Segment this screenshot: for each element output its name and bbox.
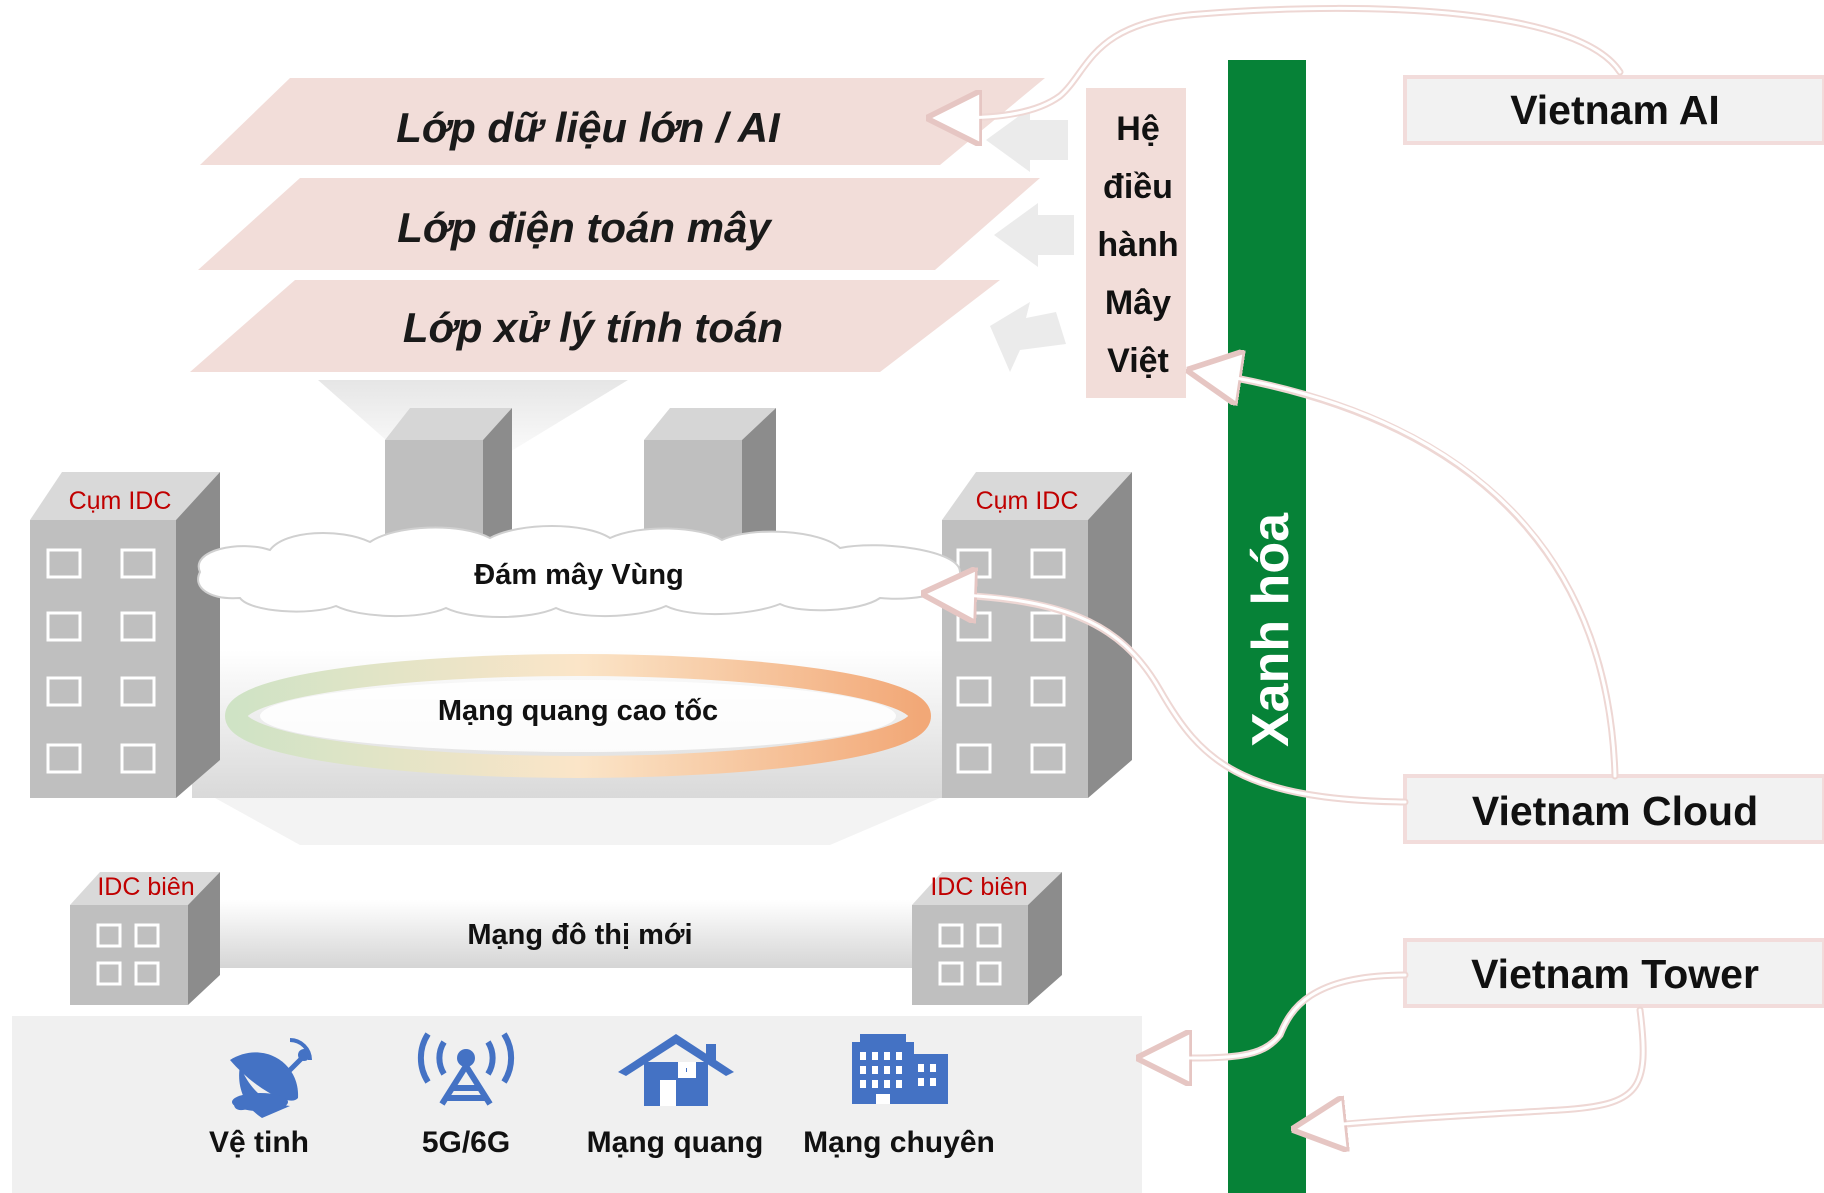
- connectors-inner: [939, 6, 1645, 1129]
- satellite-dish-icon: [230, 1038, 312, 1118]
- layer-bigdata-ai-label: Lớp dữ liệu lớn / AI: [396, 104, 781, 151]
- house-icon: [618, 1034, 734, 1106]
- idc-cluster-right-label: Cụm IDC: [976, 487, 1079, 515]
- cloud-os-line-5: Việt: [1107, 342, 1169, 380]
- green-bar: [1228, 60, 1306, 1193]
- brand-label-cloud: Vietnam Cloud: [1472, 788, 1758, 834]
- optical-ring: [225, 654, 931, 778]
- connector-tower-to-bar: [1305, 1006, 1647, 1128]
- os-arrow-1: [986, 108, 1068, 172]
- brand-label-tower: Vietnam Tower: [1471, 951, 1759, 997]
- lower-funnel: [215, 798, 940, 845]
- layer-processing-label: Lớp xử lý tính toán: [403, 304, 783, 351]
- office-building-icon: [852, 1034, 948, 1104]
- access-panel: [12, 1016, 1142, 1193]
- cloud-os-line-2: điều: [1103, 168, 1173, 206]
- os-to-layer-arrows: [986, 108, 1074, 372]
- layer-bigdata-ai: [200, 78, 1045, 165]
- cloud-os-panel: [1086, 88, 1186, 398]
- edge-idc-right-label: IDC biên: [930, 873, 1027, 901]
- brand-label-ai: Vietnam AI: [1510, 87, 1720, 133]
- edge-idc-left-building: [70, 872, 220, 1005]
- regional-cloud-label: Đám mây Vùng: [474, 559, 684, 591]
- urban-network-bar: [200, 900, 926, 968]
- brand-box-ai: Vietnam AI: [1403, 75, 1824, 145]
- brand-box-cloud: Vietnam Cloud: [1403, 774, 1824, 844]
- idc-cluster-left-building: [30, 472, 220, 798]
- cloud-os-line-1: Hệ: [1116, 110, 1159, 148]
- cloud-os-line-4: Mây: [1105, 284, 1171, 322]
- optical-ring-inner: [260, 680, 896, 752]
- cloud-os-line-3: hành: [1097, 226, 1178, 264]
- optical-ring-label: Mạng quang cao tốc: [438, 695, 718, 727]
- layer-cloud-computing: [198, 178, 1040, 270]
- urban-network-label: Mạng đô thị mới: [467, 919, 692, 951]
- edge-idc-left-label: IDC biên: [97, 873, 194, 901]
- layer-processing: [190, 280, 1000, 372]
- access-label-private: Mạng chuyên: [803, 1126, 995, 1159]
- layer-cloud-computing-label: Lớp điện toán mây: [397, 204, 773, 251]
- idc-cluster-right-building: [942, 472, 1132, 798]
- cell-tower-icon: [417, 1032, 515, 1106]
- os-arrow-2: [994, 203, 1074, 267]
- access-label-5g6g: 5G/6G: [422, 1126, 510, 1159]
- idc-cluster-left-label: Cụm IDC: [69, 487, 172, 515]
- brand-box-tower: Vietnam Tower: [1403, 938, 1824, 1008]
- access-label-optical: Mạng quang: [587, 1126, 764, 1159]
- edge-idc-right-building: [912, 872, 1062, 1005]
- os-arrow-3: [990, 302, 1066, 372]
- access-label-satellite: Vệ tinh: [209, 1126, 309, 1159]
- green-bar-label: Xanh hóa: [1242, 512, 1300, 747]
